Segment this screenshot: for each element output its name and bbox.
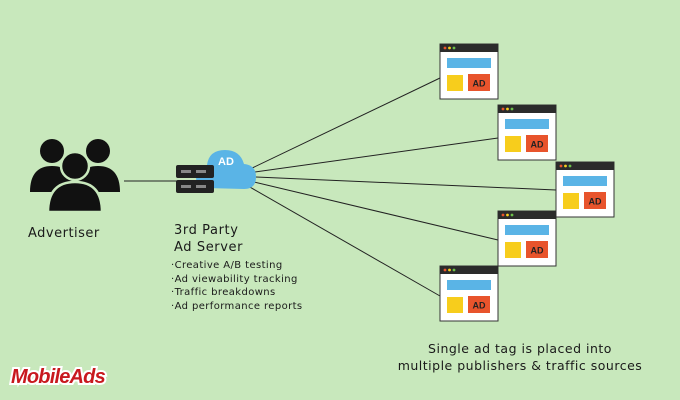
- browser-title-bar: [440, 44, 498, 52]
- page-header-block: [505, 119, 549, 129]
- server-slot: [196, 170, 206, 173]
- ad-slot: [468, 74, 490, 91]
- connector-publisher-2: [247, 137, 499, 174]
- window-dot-icon: [448, 268, 451, 272]
- content-block: [563, 193, 579, 209]
- connector-publisher-4: [253, 181, 499, 241]
- page-header-block: [563, 176, 607, 186]
- window-dot-icon: [452, 268, 456, 272]
- window-dot-icon: [452, 46, 456, 50]
- people-group-icon: [30, 139, 120, 214]
- ad-slot-label: AD: [473, 301, 486, 311]
- cloud-ad-label: AD: [218, 156, 234, 168]
- browser-title-bar: [556, 162, 614, 170]
- window-dot-icon: [568, 164, 572, 168]
- window-dot-icon: [510, 213, 514, 217]
- page-header-block: [447, 58, 491, 68]
- window-dot-icon: [501, 213, 505, 217]
- window-dot-icon: [510, 107, 514, 111]
- browser-title-bar: [498, 211, 556, 219]
- feature-item: ·Traffic breakdowns: [171, 287, 276, 298]
- server-slot: [181, 185, 191, 188]
- ad-server-icon: AD: [176, 150, 256, 193]
- ad-slot-label: AD: [589, 197, 602, 207]
- server-slot: [181, 170, 191, 173]
- connector-publisher-3: [255, 176, 557, 191]
- server-unit-top: [176, 165, 214, 178]
- content-block: [447, 75, 463, 91]
- window-dot-icon: [501, 107, 505, 111]
- caption-line2: multiple publishers & traffic sources: [397, 358, 643, 373]
- page-header-block: [505, 225, 549, 235]
- connector-publisher-5: [247, 185, 441, 297]
- caption-line1: Single ad tag is placed into: [428, 341, 612, 356]
- publisher-window: AD: [497, 104, 557, 161]
- ad-slot: [468, 296, 490, 313]
- publisher-windows: AD AD AD AD AD: [439, 43, 615, 322]
- publisher-window: AD: [439, 43, 499, 100]
- connector-publisher-1: [247, 77, 441, 171]
- ad-slot: [584, 192, 606, 209]
- publisher-window: AD: [555, 161, 615, 218]
- ad-server-title: 3rd Party Ad Server: [174, 222, 243, 256]
- feature-item: ·Creative A/B testing: [171, 260, 283, 271]
- ad-server-features: ·Creative A/B testing ·Ad viewability tr…: [171, 259, 303, 313]
- logo-text: MobileAds: [11, 366, 106, 388]
- ad-slot: [526, 241, 548, 258]
- page-header-block: [447, 280, 491, 290]
- content-block: [447, 297, 463, 313]
- feature-item: ·Ad viewability tracking: [171, 273, 298, 285]
- content-block: [505, 136, 521, 152]
- window-dot-icon: [443, 46, 447, 50]
- window-dot-icon: [506, 213, 509, 217]
- content-block: [505, 242, 521, 258]
- ad-server-title-line2: Ad Server: [174, 240, 244, 255]
- window-dot-icon: [564, 164, 567, 168]
- ad-slot-label: AD: [531, 246, 544, 256]
- ad-server-title-line1: 3rd Party: [174, 223, 239, 238]
- window-dot-icon: [559, 164, 563, 168]
- browser-title-bar: [440, 266, 498, 274]
- advertiser-label: Advertiser: [28, 226, 100, 241]
- browser-title-bar: [498, 105, 556, 113]
- window-dot-icon: [506, 107, 509, 111]
- publisher-window: AD: [497, 210, 557, 267]
- mobileads-logo: MobileAds: [9, 364, 108, 390]
- server-unit-bottom: [176, 180, 214, 193]
- publishers-caption: Single ad tag is placed into multiple pu…: [380, 340, 660, 374]
- connector-lines: [124, 77, 557, 297]
- ad-slot-label: AD: [473, 79, 486, 89]
- publisher-window: AD: [439, 265, 499, 322]
- ad-slot: [526, 135, 548, 152]
- window-dot-icon: [443, 268, 447, 272]
- feature-item: ·Ad performance reports: [171, 300, 303, 312]
- ad-slot-label: AD: [531, 140, 544, 150]
- server-slot: [196, 185, 206, 188]
- window-dot-icon: [448, 46, 451, 50]
- cloud-icon: [196, 150, 256, 189]
